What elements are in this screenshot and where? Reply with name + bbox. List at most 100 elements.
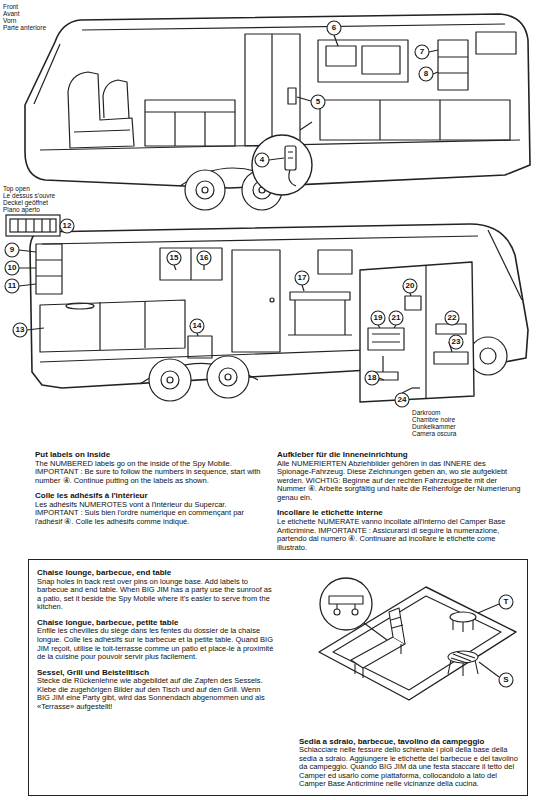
callout-letter: S (503, 676, 508, 684)
upper-van (429, 50, 438, 52)
callout-circle (403, 279, 417, 293)
lower-van (434, 352, 468, 364)
upper-van (103, 80, 129, 118)
patio-illustration (334, 609, 340, 615)
callout-circle (255, 153, 269, 167)
upper-van (320, 100, 510, 140)
part-label: Le dessus s'ouvre (3, 192, 55, 199)
callout-number: 6 (332, 24, 336, 32)
roof-panel (18, 219, 50, 232)
callout-number: 9 (10, 246, 14, 254)
patio-illustration (448, 651, 478, 663)
lower-van (436, 324, 466, 334)
patio-illustration (355, 644, 401, 678)
lower-van (161, 371, 179, 389)
callout-number: 8 (424, 70, 428, 78)
upper-van (288, 88, 296, 104)
roof-panel (6, 215, 60, 236)
instruction-text: Le etichette NUMERATE vanno incollate al… (277, 518, 521, 552)
lower-van (480, 348, 496, 364)
patio-illustration (451, 652, 475, 663)
part-label: Top open (3, 185, 30, 192)
callout-number: 24 (398, 396, 407, 404)
lower-van (174, 265, 204, 270)
lower-van (402, 388, 412, 393)
patio-illustration (389, 608, 405, 644)
upper-van (252, 135, 312, 195)
callout-circle (5, 243, 19, 257)
patio-illustration (391, 617, 403, 628)
callout-circle (419, 67, 433, 81)
callout-circle (13, 323, 27, 337)
callout-letter: T (504, 598, 509, 606)
part-label: Vorn (3, 17, 16, 24)
callout-circle (499, 673, 513, 687)
lower-van (66, 303, 94, 309)
callout-circle (5, 279, 19, 293)
upper-van (438, 40, 468, 90)
part-label: Parte anteriore (3, 24, 46, 31)
upper-van (476, 32, 516, 54)
callout-number: 15 (170, 254, 179, 262)
callout-number: 18 (368, 374, 377, 382)
patio-illustration (479, 662, 499, 677)
lower-van (270, 298, 274, 302)
callout-number: 22 (448, 314, 457, 322)
lower-van (360, 262, 474, 402)
callout-circle (415, 45, 429, 59)
callout-number: 12 (63, 222, 72, 230)
instruction-heading: Sessel, Grill und Beistelltisch (37, 668, 275, 678)
upper-van (196, 181, 214, 199)
callout-circle (327, 21, 341, 35)
upper-van (74, 130, 130, 132)
roof-panel (10, 219, 56, 232)
lower-van (40, 300, 185, 352)
instruction-heading: Put labels on Inside (35, 450, 271, 460)
part-label: Avant (3, 10, 20, 17)
lower-van (27, 328, 44, 330)
lower-van (368, 328, 404, 350)
patio-illustration (450, 612, 476, 622)
lower-van (225, 374, 231, 380)
part-label: Dunkelkammer (412, 423, 456, 430)
upper-van (245, 34, 300, 146)
lower-van (425, 266, 426, 398)
callout-number: 14 (193, 322, 202, 330)
upper-van (300, 122, 312, 130)
callout-circle (311, 95, 325, 109)
upper-van (380, 100, 440, 140)
upper-van (185, 170, 225, 210)
callout-circle (295, 271, 309, 285)
callout-number: 13 (16, 326, 25, 334)
patio-illustration (329, 596, 363, 604)
callout-number: 23 (452, 338, 461, 346)
upper-van (271, 34, 272, 146)
upper-van (202, 187, 208, 193)
callout-number: 7 (420, 48, 424, 56)
lower-van (19, 224, 528, 402)
upper-van (68, 72, 134, 148)
part-label: Camera oscura (412, 430, 456, 437)
lower-van (405, 296, 421, 310)
lower-van (302, 285, 304, 291)
callout-circle (499, 595, 513, 609)
patio-illustration (478, 604, 499, 613)
instruction-heading: Colle les adhésifs à l'intérieur (35, 491, 271, 501)
patio-illustration (351, 637, 405, 668)
upper-van (145, 100, 235, 146)
callout-number: 21 (392, 314, 401, 322)
lower-van (469, 337, 507, 375)
callout-circles (5, 21, 463, 407)
instruction-panel: Chaise lounge, barbecue, end tableSnap h… (28, 559, 528, 796)
instruction-heading: Sedia a sdraio, barbecue, tavolino da ca… (299, 737, 521, 747)
part-label: Piano aperto (3, 206, 40, 213)
instruction-heading: Incollare le etichette interne (277, 508, 521, 518)
lower-van (19, 250, 36, 286)
callout-number: 16 (200, 254, 209, 262)
callout-circle (197, 251, 211, 265)
upper-van (25, 14, 530, 210)
callout-circle (445, 311, 459, 325)
lower-van (378, 325, 396, 328)
callout-circle (60, 219, 74, 233)
lower-van (207, 356, 249, 398)
